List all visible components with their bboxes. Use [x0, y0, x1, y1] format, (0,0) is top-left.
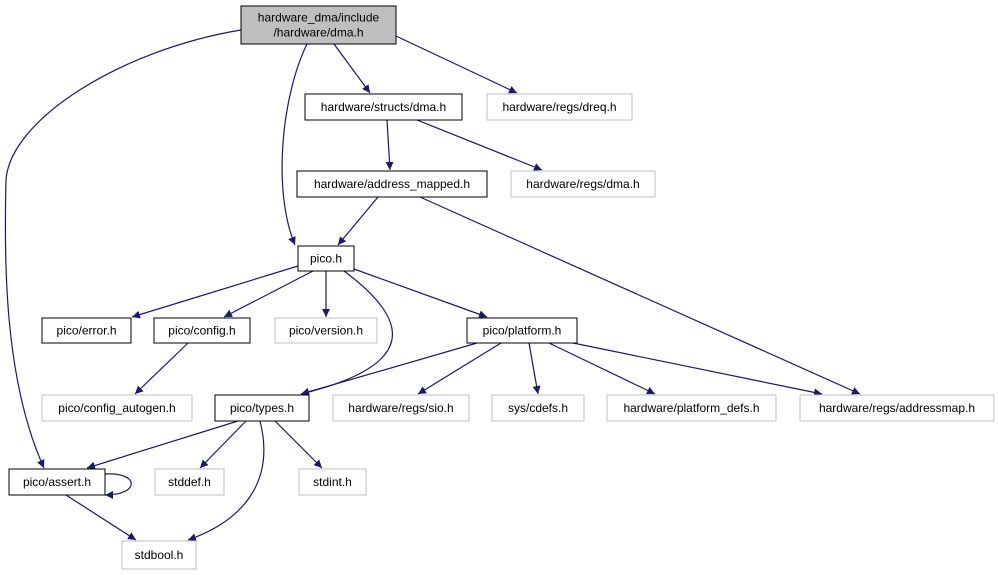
- node-stddef: stddef.h: [154, 468, 225, 496]
- node-box: [240, 5, 397, 45]
- node-pico-version: pico/version.h: [274, 317, 378, 344]
- edge-pico_platform-to-regs_sio: [417, 342, 502, 395]
- node-label: pico/assert.h: [23, 475, 91, 489]
- edge-address_mapped-to-regs_addressmap: [419, 196, 861, 395]
- node-label: pico/config.h: [168, 324, 235, 338]
- node-config-autogen: pico/config_autogen.h: [41, 394, 193, 422]
- node-label: stdint.h: [313, 475, 352, 489]
- edge-pico_types-to-stdint: [274, 420, 323, 469]
- node-box: [606, 394, 777, 422]
- edge-root-to-regs_dreq: [395, 35, 518, 94]
- edge-address_mapped-to-pico: [337, 196, 379, 246]
- node-box: [274, 317, 378, 344]
- nodes-layer: hardware_dma/include/hardware/dma.hhardw…: [8, 5, 995, 570]
- node-label: hardware/platform_defs.h: [623, 401, 759, 415]
- node-box: [304, 93, 463, 121]
- node-regs-dma: hardware/regs/dma.h: [510, 170, 656, 198]
- node-label: pico/version.h: [289, 324, 363, 338]
- node-address-mapped[interactable]: hardware/address_mapped.h: [296, 170, 488, 198]
- node-pico-error[interactable]: pico/error.h: [41, 317, 132, 344]
- node-box: [491, 394, 585, 422]
- node-label: stddef.h: [168, 475, 211, 489]
- node-box: [298, 468, 367, 496]
- edge-pico_assert-to-pico_assert: [104, 473, 132, 499]
- node-label: hardware/address_mapped.h: [314, 177, 470, 191]
- edge-structs_dma-to-regs_dma: [416, 119, 543, 171]
- node-box: [332, 394, 470, 422]
- node-label: /hardware/dma.h: [273, 26, 363, 40]
- edge-pico_config-to-config_autogen: [134, 342, 189, 395]
- node-label: pico/error.h: [56, 324, 116, 338]
- edges-layer: [4, 29, 861, 542]
- edge-pico_platform-to-pico_types: [300, 342, 478, 396]
- node-label: hardware/structs/dma.h: [321, 100, 446, 114]
- edge-root-to-structs_dma: [333, 43, 371, 94]
- node-label: stdbool.h: [135, 548, 184, 562]
- edge-structs_dma-to-address_mapped: [385, 119, 394, 171]
- edge-pico_platform-to-regs_addressmap: [572, 342, 823, 397]
- node-box: [799, 394, 995, 422]
- edge-pico-to-pico_config: [223, 270, 314, 318]
- node-pico[interactable]: pico.h: [297, 245, 355, 272]
- node-box: [214, 394, 310, 422]
- node-root[interactable]: hardware_dma/include/hardware/dma.h: [240, 5, 397, 45]
- node-box: [153, 317, 251, 344]
- node-sys-cdefs: sys/cdefs.h: [491, 394, 585, 422]
- node-box: [466, 317, 578, 344]
- node-label: hardware_dma/include: [258, 11, 380, 25]
- node-regs-sio: hardware/regs/sio.h: [332, 394, 470, 422]
- node-box: [41, 317, 132, 344]
- edge-pico_types-to-stdbool: [187, 420, 265, 542]
- node-pico-config[interactable]: pico/config.h: [153, 317, 251, 344]
- edge-root-to-pico_assert: [4, 29, 242, 469]
- node-structs-dma[interactable]: hardware/structs/dma.h: [304, 93, 463, 121]
- node-label: hardware/regs/sio.h: [348, 401, 453, 415]
- node-platform-defs: hardware/platform_defs.h: [606, 394, 777, 422]
- edge-pico-to-pico_platform: [353, 268, 488, 319]
- node-label: pico/types.h: [230, 401, 294, 415]
- node-label: hardware/regs/addressmap.h: [819, 401, 975, 415]
- node-box: [510, 170, 656, 198]
- node-box: [486, 93, 633, 121]
- edge-pico_platform-to-platform_defs: [548, 342, 656, 395]
- edge-pico_types-to-stddef: [199, 420, 247, 469]
- node-box: [8, 468, 106, 496]
- edge-root-to-pico: [281, 43, 308, 246]
- node-box: [296, 170, 488, 198]
- node-pico-platform[interactable]: pico/platform.h: [466, 317, 578, 344]
- edge-pico_types-to-pico_assert: [86, 420, 239, 470]
- node-box: [297, 245, 355, 272]
- node-label: pico/config_autogen.h: [58, 401, 175, 415]
- node-pico-types[interactable]: pico/types.h: [214, 394, 310, 422]
- node-stdint: stdint.h: [298, 468, 367, 496]
- node-box: [154, 468, 225, 496]
- node-box: [121, 540, 197, 570]
- edge-pico-to-pico_error: [131, 265, 299, 319]
- node-regs-dreq: hardware/regs/dreq.h: [486, 93, 633, 121]
- node-pico-assert[interactable]: pico/assert.h: [8, 468, 106, 496]
- node-regs-addressmap: hardware/regs/addressmap.h: [799, 394, 995, 422]
- node-stdbool: stdbool.h: [121, 540, 197, 570]
- node-label: hardware/regs/dma.h: [526, 177, 639, 191]
- node-box: [41, 394, 193, 422]
- node-label: sys/cdefs.h: [508, 401, 568, 415]
- node-label: hardware/regs/dreq.h: [502, 100, 616, 114]
- edge-pico_platform-to-sys_cdefs: [528, 342, 541, 395]
- edge-pico_assert-to-stdbool: [65, 494, 137, 541]
- node-label: pico/platform.h: [483, 324, 562, 338]
- node-label: pico.h: [310, 252, 342, 266]
